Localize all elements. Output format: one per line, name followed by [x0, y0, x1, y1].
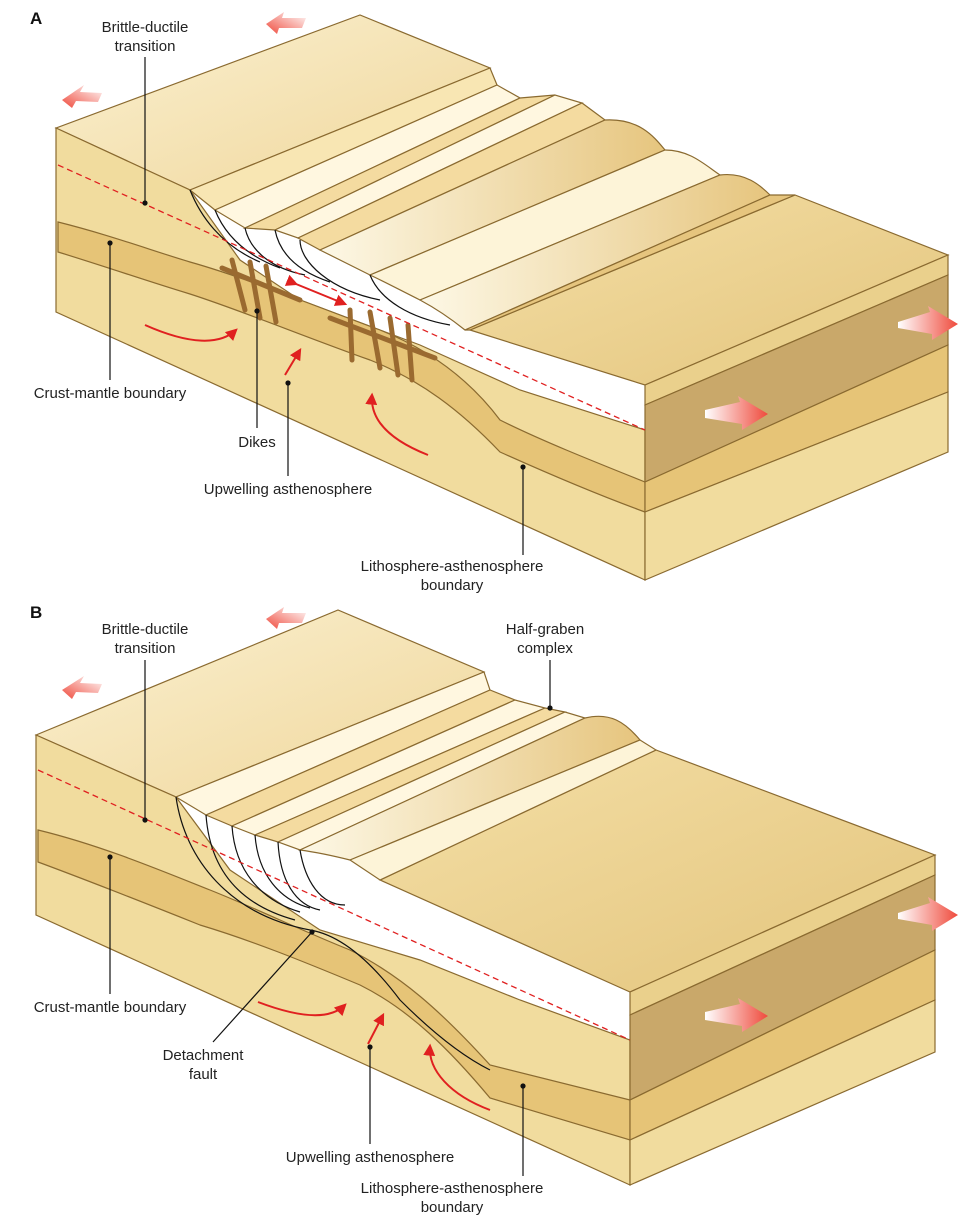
panel-a-dikes-label: Dikes: [238, 434, 276, 451]
panel-b-brittle-ductile-label-2: transition: [115, 640, 176, 657]
panel-a-lab-dot: [520, 464, 526, 470]
panel-a: A: [30, 9, 958, 594]
panel-b-extension-arrow-right-lower: [705, 998, 768, 1032]
panel-b-extension-arrow-right-upper: [898, 897, 958, 931]
panel-b-detachment-label-2: fault: [189, 1066, 218, 1083]
panel-b-letter: B: [30, 603, 42, 622]
panel-a-flow-arrow-3: [365, 392, 429, 456]
panel-b-fault-traces: [175, 796, 346, 931]
panel-b-detachment-label-1: Detachment: [163, 1047, 245, 1064]
panel-a-spread-arrow: [284, 274, 348, 306]
panel-a-crust-mantle-dot: [107, 240, 113, 246]
panel-a-lab-label-2: boundary: [421, 577, 484, 594]
panel-a-right-face-base: [644, 391, 949, 581]
panel-a-brittle-ductile-label-2: transition: [115, 38, 176, 55]
panel-b-detachment-fault-line: [309, 929, 491, 1071]
panel-a-upwelling-label: Upwelling asthenosphere: [204, 481, 372, 498]
panel-b-brittle-ductile-label-1: Brittle-ductile: [102, 621, 189, 638]
panel-a-extension-arrow-top: [266, 12, 306, 34]
panel-b-flow-arrow-2: [367, 1012, 385, 1045]
panel-b-half-graben-label-1: Half-graben: [506, 621, 584, 638]
panel-b-right-face-base: [629, 999, 936, 1186]
panel-b-half-graben-dot: [547, 705, 553, 711]
panel-a-dikes: [219, 257, 438, 383]
panel-a-extension-arrow-right-lower: [705, 396, 768, 430]
panel-a-dikes-dot: [254, 308, 260, 314]
panel-b-brittle-ductile-dot: [142, 817, 148, 823]
panel-a-flow-arrow-1: [144, 324, 238, 342]
panel-a-fault-blocks: [188, 67, 796, 331]
panel-a-crust-mantle-label: Crust-mantle boundary: [34, 385, 187, 402]
panel-a-brittle-ductile-line: [57, 164, 646, 431]
panel-a-letter: A: [30, 9, 42, 28]
panel-b-crust-mantle-label: Crust-mantle boundary: [34, 999, 187, 1016]
panel-b-extension-arrow-left: [62, 676, 102, 699]
panel-b-lab-dot: [520, 1083, 526, 1089]
panel-b-flow-arrow-1: [257, 1001, 347, 1017]
panel-b-half-graben-label-2: complex: [517, 640, 573, 657]
panel-b-lower-crust: [37, 829, 631, 1141]
panel-b-extension-arrow-top: [266, 607, 306, 629]
panel-a-brittle-ductile-dot: [142, 200, 148, 206]
panel-a-extension-arrow-right-upper: [898, 306, 958, 340]
panel-b-detachment-dot: [309, 929, 315, 935]
panel-b-crust-mantle-dot: [107, 854, 113, 860]
panel-b-fault-blocks: [174, 671, 658, 881]
panel-b-upwelling-label: Upwelling asthenosphere: [286, 1149, 454, 1166]
panel-b-lab-label-1: Lithosphere-asthenosphere: [361, 1180, 544, 1197]
panel-a-upwelling-dot: [285, 380, 291, 386]
panel-b-upwelling-dot: [367, 1044, 373, 1050]
panel-b-lab-label-2: boundary: [421, 1199, 484, 1216]
panel-a-lab-label-1: Lithosphere-asthenosphere: [361, 558, 544, 575]
panel-a-brittle-ductile-label-1: Brittle-ductile: [102, 19, 189, 36]
panel-b-flow-arrow-3: [423, 1043, 491, 1111]
panel-a-extension-arrow-left: [62, 85, 102, 108]
panel-a-flow-arrow-2: [284, 347, 302, 376]
panel-b: B: [30, 603, 958, 1216]
panel-b-detachment-leader: [212, 931, 313, 1043]
panel-b-brittle-ductile-line: [37, 769, 631, 1041]
